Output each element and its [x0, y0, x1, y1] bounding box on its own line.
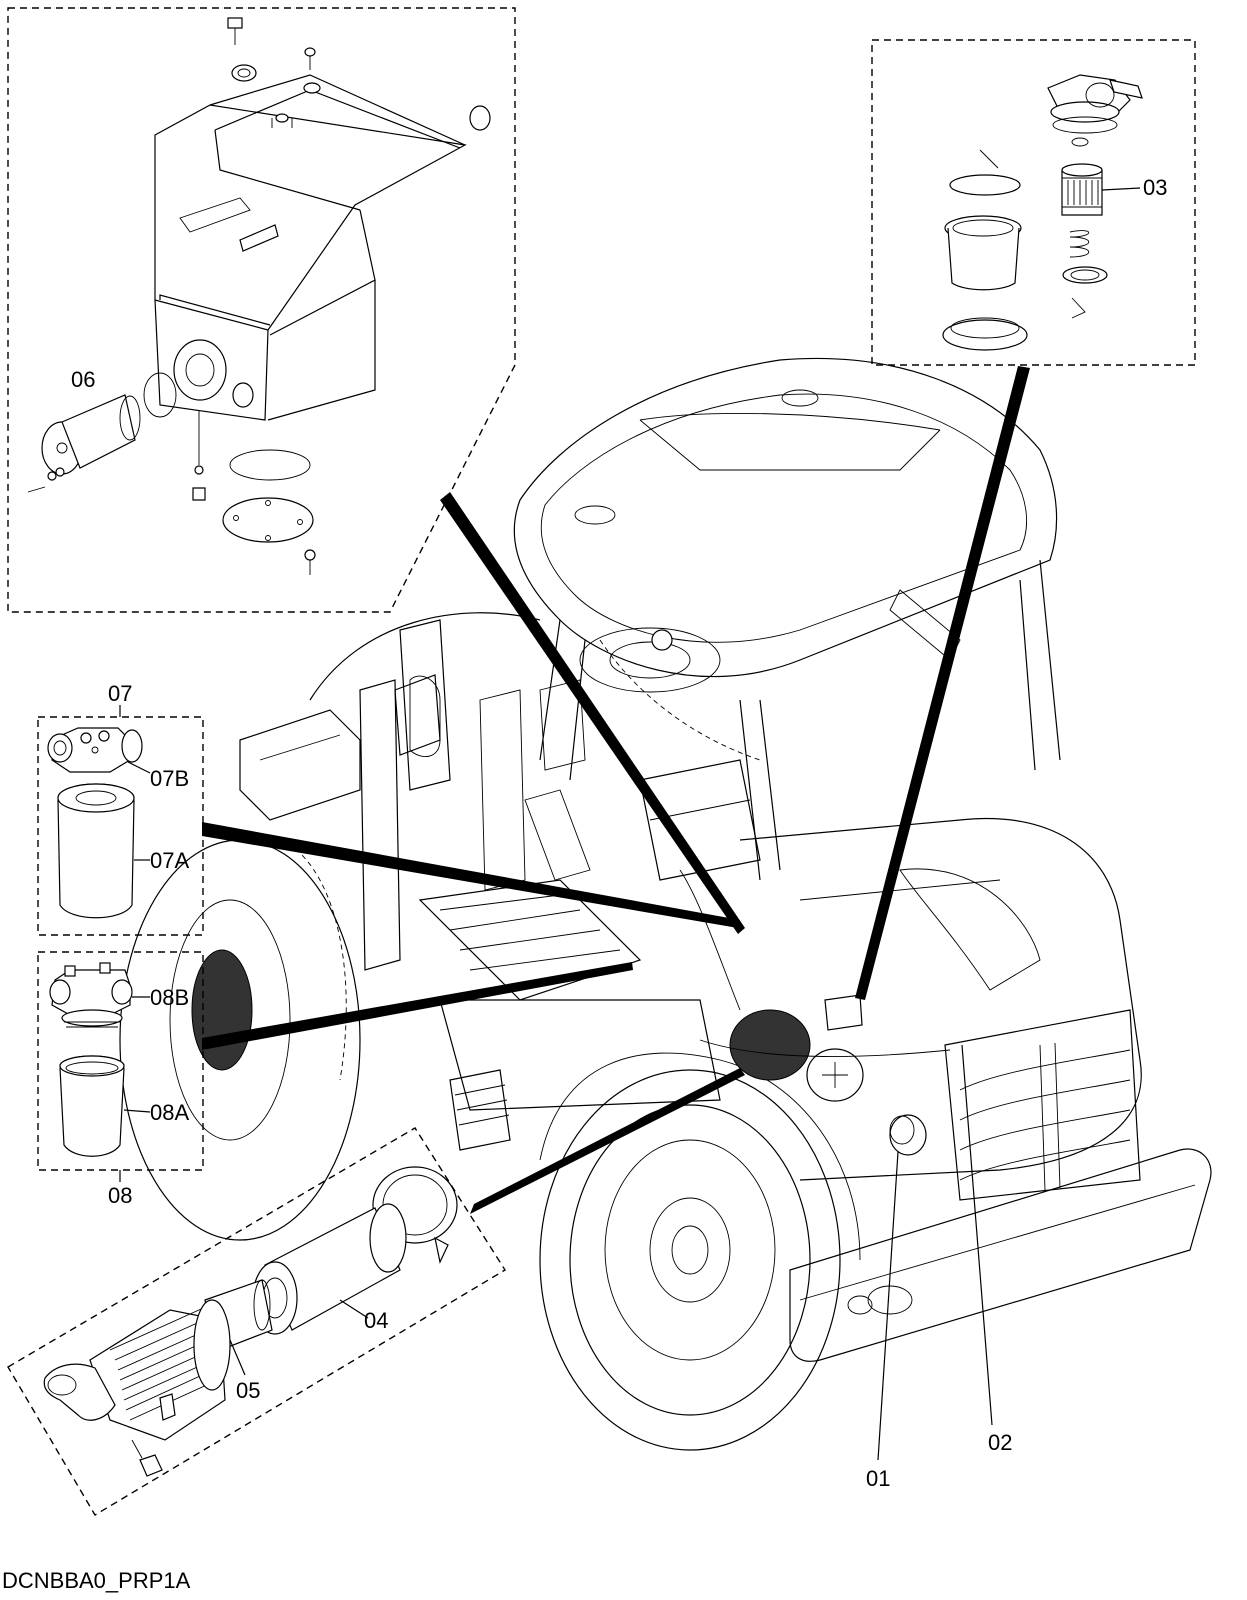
label-08a: 08A — [150, 1100, 189, 1125]
label-08b: 08B — [150, 985, 189, 1010]
machine-callouts: 01 02 — [866, 1044, 1012, 1491]
air-cleaner-detail: 04 05 — [7, 1127, 506, 1516]
label-03: 03 — [1143, 175, 1167, 200]
label-05: 05 — [236, 1378, 260, 1403]
machine-illustration — [119, 357, 1212, 1451]
label-06: 06 — [71, 367, 95, 392]
label-01: 01 — [866, 1466, 890, 1491]
callout-leaders — [202, 366, 1030, 1214]
leader-tank — [440, 492, 745, 934]
filter-08-detail: 08 08B 08A — [37, 951, 204, 1208]
label-07b: 07B — [150, 766, 189, 791]
label-08: 08 — [108, 1183, 132, 1208]
leader-08 — [202, 962, 633, 1050]
leader-air-cleaner — [470, 1068, 745, 1214]
label-02: 02 — [988, 1430, 1012, 1455]
leader-07 — [202, 822, 740, 928]
drawing-code: DCNBBA0_PRP1A — [2, 1568, 191, 1593]
fuel-filter-detail: 03 — [871, 39, 1196, 366]
label-07a: 07A — [150, 848, 189, 873]
label-07: 07 — [108, 681, 132, 706]
hydraulic-tank-detail: 06 — [7, 7, 516, 613]
label-04: 04 — [364, 1308, 388, 1333]
filter-07-detail: 07 07B 07A — [37, 681, 204, 936]
leader-fuel-filter — [855, 366, 1030, 1000]
